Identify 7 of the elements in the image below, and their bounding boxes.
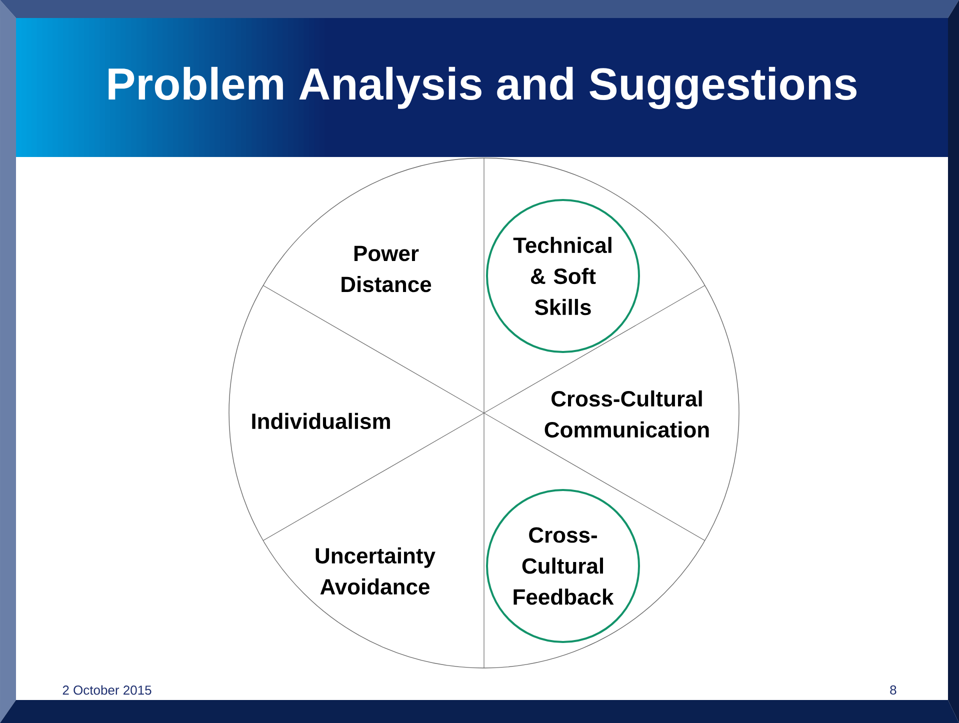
title: Problem Analysis and Suggestions	[108, 66, 856, 110]
date-label: 2 October 2015	[62, 685, 152, 695]
segment-label: Power Distance	[342, 246, 432, 292]
segment-label: Uncertainty Avoidance	[316, 547, 436, 595]
segment-label: Individualism	[252, 412, 390, 430]
segment-label: Cross-Cultural Communication	[544, 390, 709, 438]
page-number: 8	[890, 685, 896, 695]
